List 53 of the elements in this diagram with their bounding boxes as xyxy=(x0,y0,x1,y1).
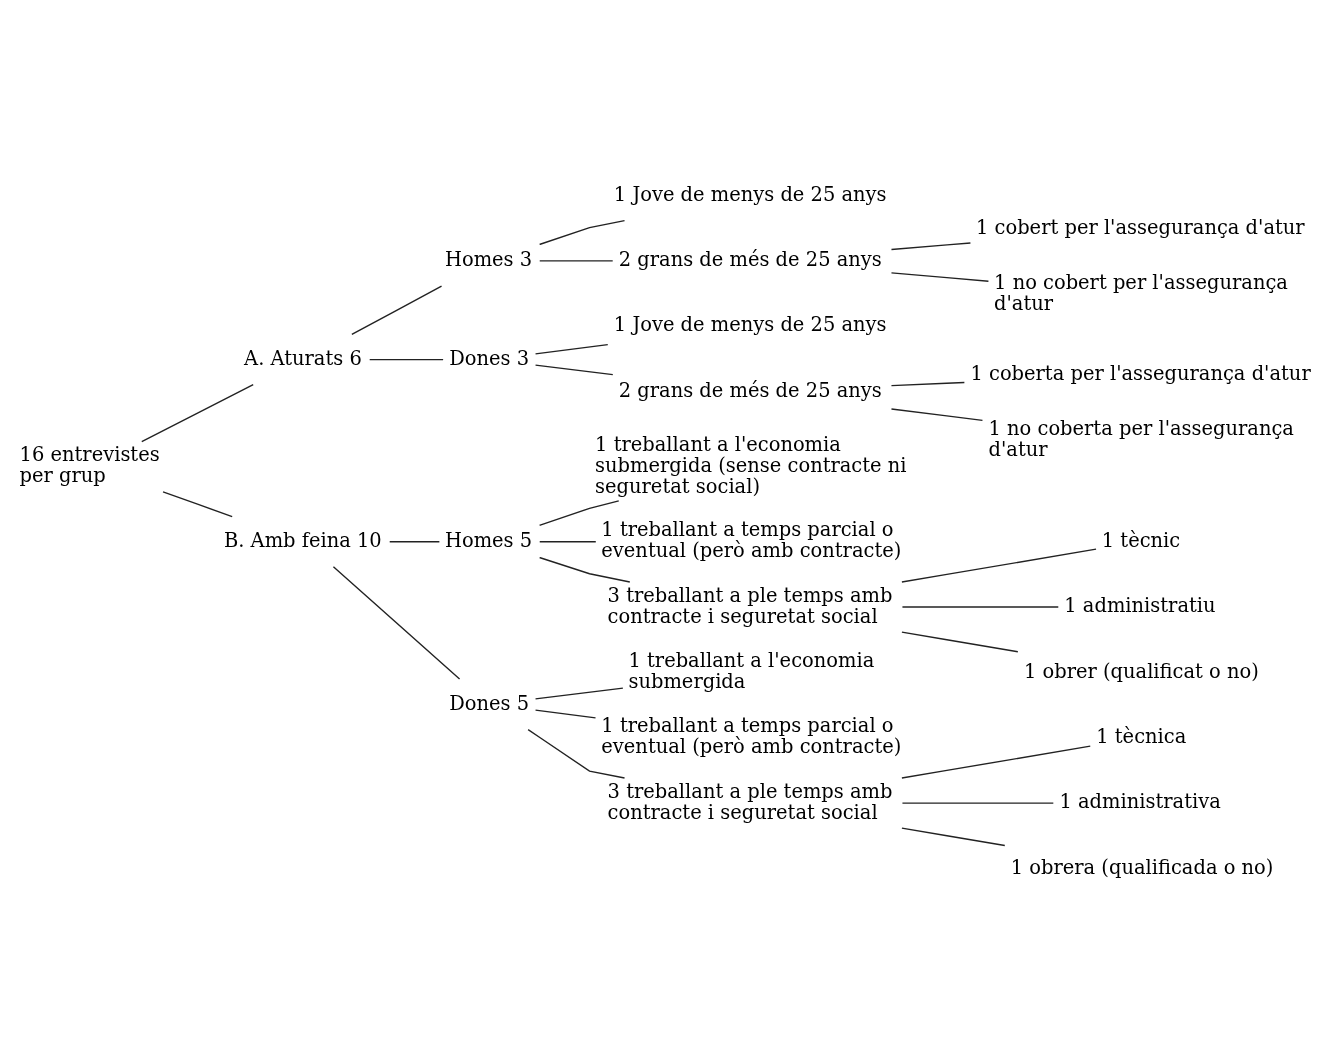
node-text: 1 treballant a temps parcial o eventual (però amb contracte) xyxy=(601,518,902,563)
connector xyxy=(901,548,1097,583)
connector xyxy=(890,408,984,422)
node-text: 16 entrevistes per grup xyxy=(19,443,160,488)
node-text: 1 obrera (qualificada o no) xyxy=(1010,855,1274,879)
node-text: B. Amb feina 10 xyxy=(223,528,382,552)
connector xyxy=(332,566,461,680)
node-text: Dones 3 xyxy=(449,346,530,370)
node-text: 1 tècnica xyxy=(1096,724,1187,748)
connector xyxy=(538,219,626,246)
node-text: 1 coberta per l'assegurança d'atur xyxy=(970,362,1311,386)
connector xyxy=(162,491,233,518)
connector xyxy=(901,745,1091,779)
connector xyxy=(369,358,444,361)
connector xyxy=(890,242,972,251)
connector xyxy=(534,709,597,719)
node-text: 1 Jove de menys de 25 anys xyxy=(613,313,887,337)
node-text: Homes 3 xyxy=(444,248,533,272)
node-text: 1 administratiu xyxy=(1064,594,1216,618)
node-text: 1 treballant a l'economia submergida xyxy=(628,649,875,693)
connector xyxy=(538,556,631,583)
connector xyxy=(901,606,1059,608)
connector xyxy=(901,827,1006,847)
node-text: 2 grans de més de 25 anys xyxy=(618,378,882,402)
node-text: Homes 5 xyxy=(444,528,533,552)
node-text: 1 tècnic xyxy=(1101,528,1181,552)
node-text: 1 Jove de menys de 25 anys xyxy=(613,182,887,206)
node-text: 1 no cobert per l'assegurança d'atur xyxy=(994,271,1288,315)
node-text: 1 cobert per l'assegurança d'atur xyxy=(976,216,1305,240)
node-text: 1 treballant a temps parcial o eventual (però amb contracte) xyxy=(601,714,902,759)
connector xyxy=(534,687,624,700)
node-text: 2 grans de més de 25 anys xyxy=(618,248,882,272)
node-text: 3 treballant a ple temps amb contracte i seguretat social xyxy=(607,779,893,824)
node-text: 1 no coberta per l'assegurança d'atur xyxy=(988,416,1294,461)
connector xyxy=(351,285,443,336)
connector xyxy=(901,802,1054,804)
connector xyxy=(538,500,620,526)
connector xyxy=(890,272,990,282)
connector xyxy=(539,260,614,262)
connector xyxy=(901,631,1019,653)
connector xyxy=(389,541,441,543)
node-text: 1 administrativa xyxy=(1059,790,1221,814)
node-text: 3 treballant a ple temps amb contracte i seguretat social xyxy=(607,583,893,628)
connector xyxy=(539,541,597,543)
node-text: 1 obrer (qualificat o no) xyxy=(1023,659,1259,683)
connector xyxy=(534,364,614,376)
connector xyxy=(527,728,626,779)
node-text: Dones 5 xyxy=(449,691,530,715)
connector xyxy=(141,384,254,443)
node-text: A. Aturats 6 xyxy=(244,346,362,370)
connector xyxy=(890,381,966,387)
connector xyxy=(534,343,609,355)
node-text: 1 treballant a l'economia submergida (sense contracte ni seguretat social) xyxy=(595,432,907,498)
